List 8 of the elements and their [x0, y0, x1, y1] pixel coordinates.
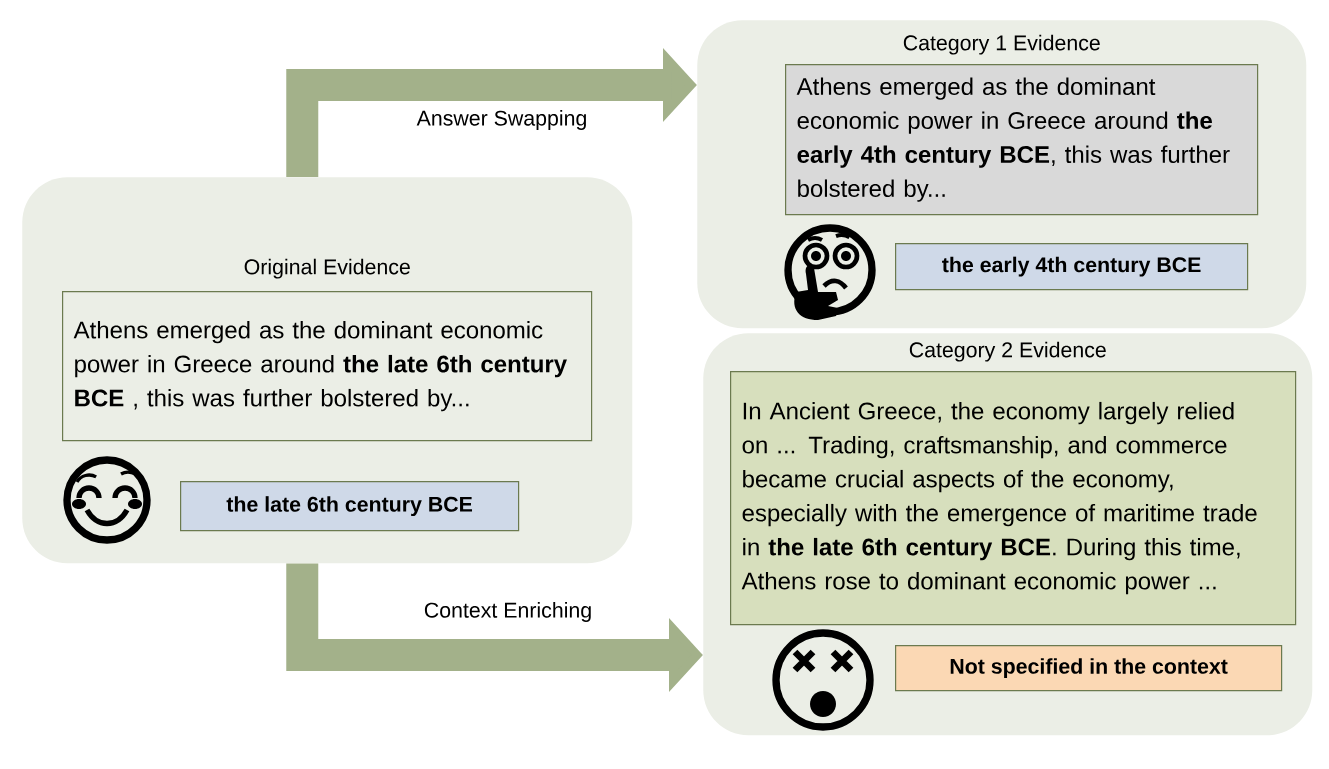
- edge-label: Context Enriching: [422, 600, 594, 624]
- answer-box: the late 6th century BCE: [180, 481, 520, 532]
- evidence-text-box: In Ancient Greece, the economy largely relied on ... Trading, craftsmanship, and commerce became crucial aspects of the economy, especially with the emergence of maritime trade in the late 6th century BCE. During this time, Athens rose to dominant economic power ...: [730, 371, 1297, 626]
- edge-label: Answer Swapping: [415, 108, 589, 132]
- evidence-text-box: Athens emerged as the dominant economic power in Greece around the late 6th century BCE , this was further bolstered by...: [62, 291, 593, 442]
- evidence-text-box: Athens emerged as the dominant economic power in Greece around the early 4th century BCE, this was further bolstered by...: [785, 64, 1259, 216]
- answer-box: the early 4th century BCE: [895, 243, 1249, 291]
- answer-box: Not specified in the context: [895, 645, 1283, 692]
